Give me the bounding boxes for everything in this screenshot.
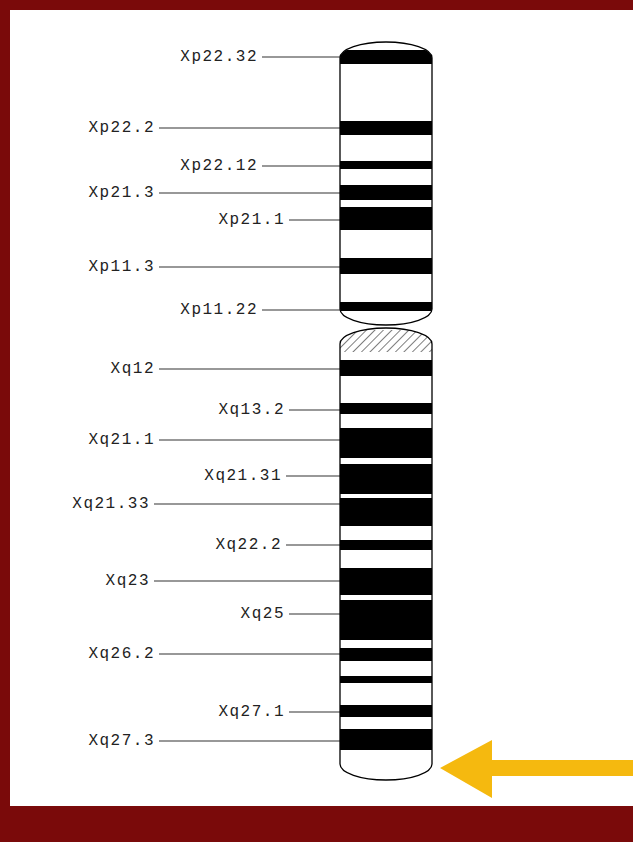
band-label: Xq23 bbox=[106, 572, 150, 590]
band-label: Xq21.33 bbox=[72, 495, 150, 513]
band-label: Xp22.2 bbox=[88, 119, 155, 137]
band-label: Xp11.22 bbox=[180, 301, 258, 319]
band-label: Xq13.2 bbox=[218, 401, 285, 419]
pointer-arrow bbox=[440, 740, 633, 798]
band-label: Xp22.32 bbox=[180, 48, 258, 66]
band-label: Xq27.3 bbox=[88, 732, 155, 750]
band-label: Xq25 bbox=[241, 605, 285, 623]
band-label: Xq21.1 bbox=[88, 431, 155, 449]
band-label: Xp21.3 bbox=[88, 184, 155, 202]
band-label: Xq26.2 bbox=[88, 645, 155, 663]
band-label: Xp11.3 bbox=[88, 258, 155, 276]
leader-lines bbox=[154, 57, 340, 741]
band-label: Xq27.1 bbox=[218, 703, 285, 721]
band-label: Xq21.31 bbox=[204, 467, 282, 485]
band-label: Xq12 bbox=[111, 360, 155, 378]
band-label: Xq22.2 bbox=[215, 536, 282, 554]
band-label: Xp22.12 bbox=[180, 157, 258, 175]
band-label: Xp21.1 bbox=[218, 211, 285, 229]
